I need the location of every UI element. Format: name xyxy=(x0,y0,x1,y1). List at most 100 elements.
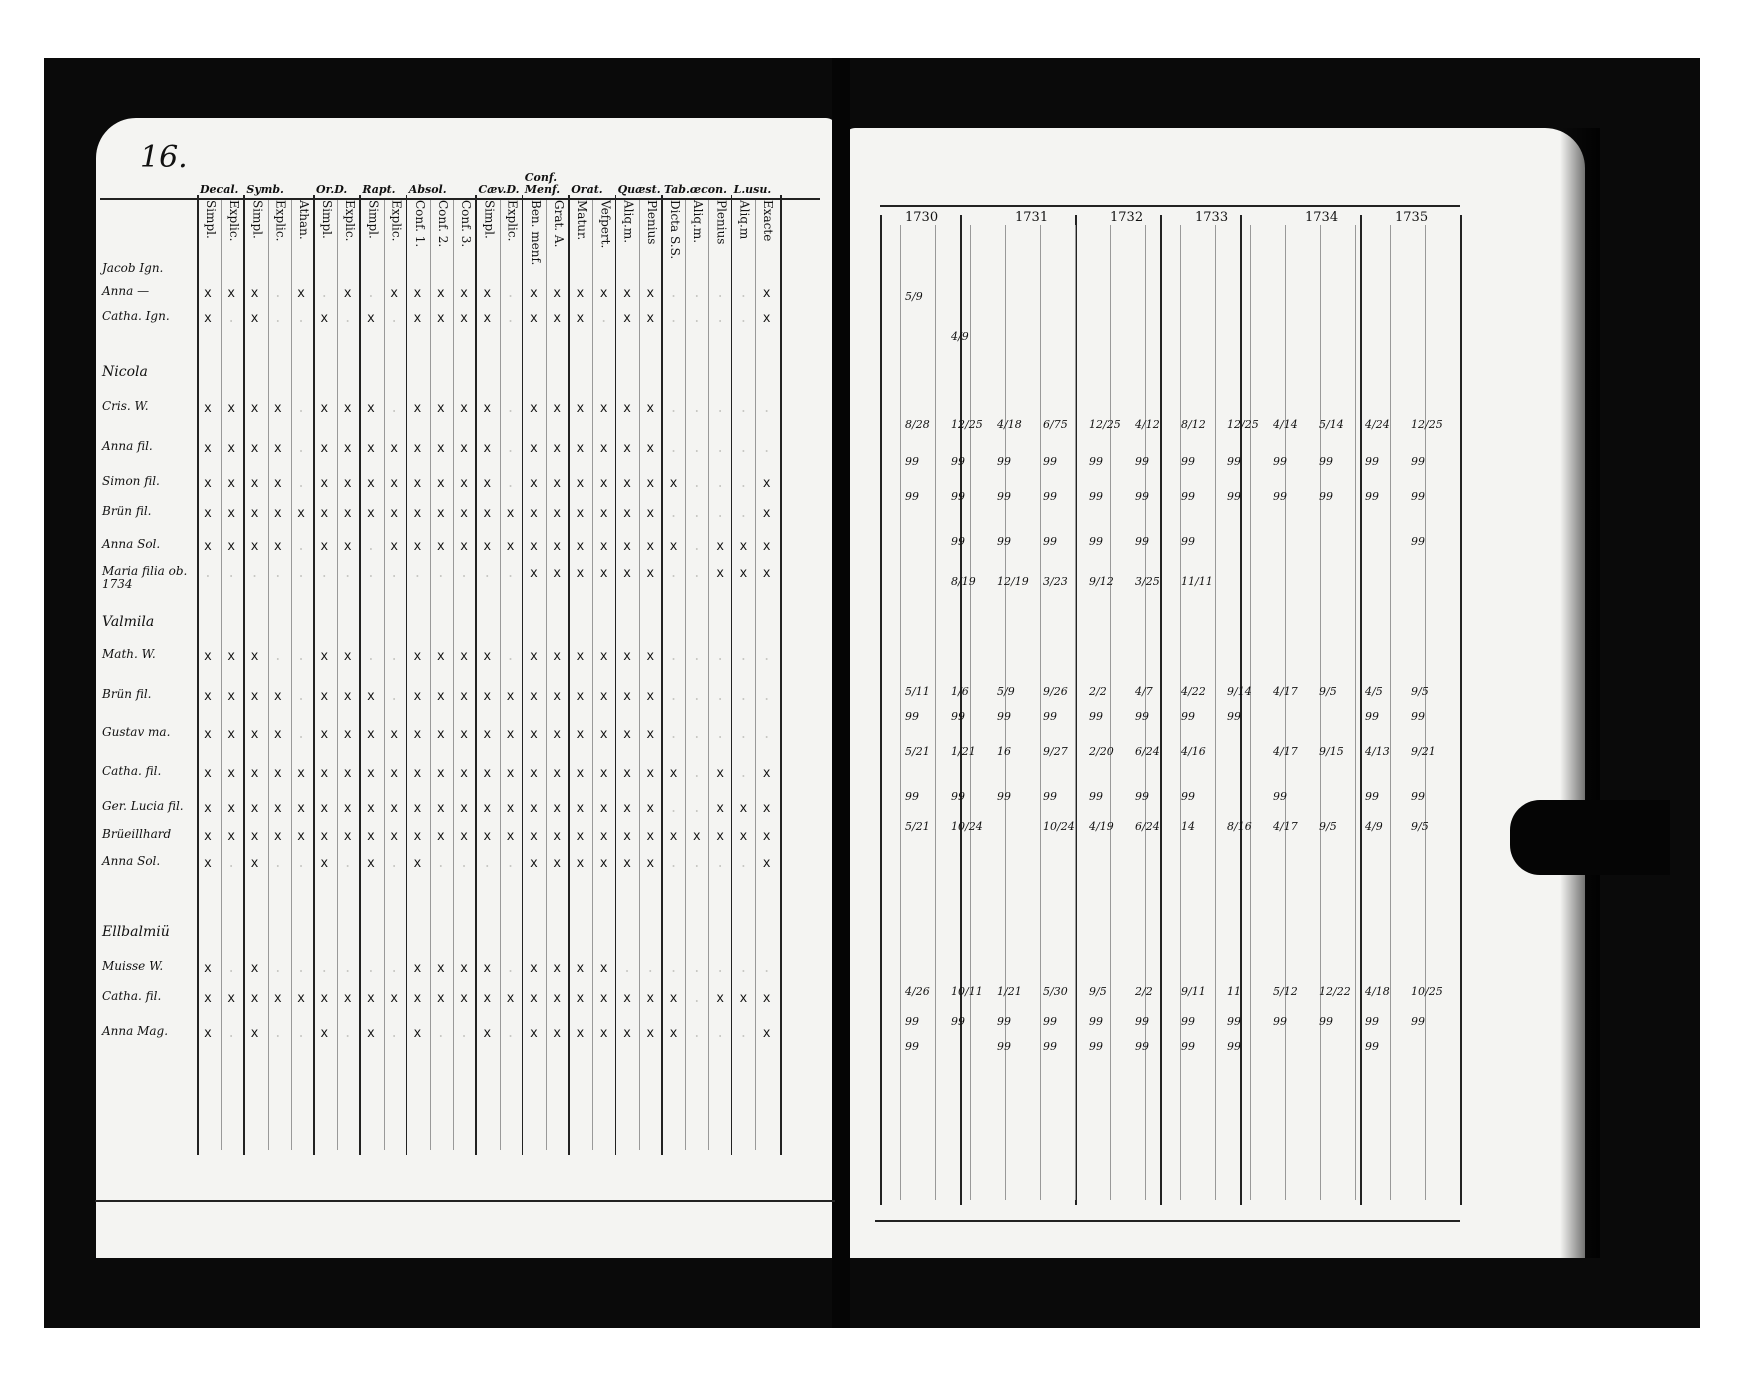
empty-cell xyxy=(518,991,530,1006)
empty-cell xyxy=(332,649,344,664)
entry-mark: x xyxy=(529,311,542,326)
empty-cell xyxy=(309,961,321,976)
empty-cell xyxy=(216,649,228,664)
empty-cell xyxy=(751,689,763,704)
empty-cell xyxy=(216,506,228,521)
column-rule xyxy=(221,200,223,1150)
header-rule xyxy=(100,198,820,200)
entry-mark: x xyxy=(623,566,635,581)
empty-cell xyxy=(216,801,228,816)
entry-mark: x xyxy=(739,539,752,554)
empty-cell xyxy=(355,566,367,581)
entry-mark: x xyxy=(599,801,612,816)
empty-cell xyxy=(262,566,274,581)
empty-cell xyxy=(309,727,321,742)
entry-marks-row: x . x . . x . x . x . . x . x x x x x x … xyxy=(204,1026,774,1041)
empty-cell xyxy=(309,401,321,416)
empty-cell xyxy=(402,649,414,664)
ledger-entry: 99 xyxy=(1411,490,1425,503)
column-rule xyxy=(592,200,594,1150)
ledger-entry: 99 xyxy=(1043,535,1057,548)
entry-mark: x xyxy=(762,766,775,781)
entry-mark: x xyxy=(623,829,635,844)
ledger-entry: 2/2 xyxy=(1089,685,1107,698)
empty-cell xyxy=(611,991,623,1006)
empty-cell: . xyxy=(227,1026,239,1041)
page-number: 16. xyxy=(140,140,188,175)
sub-column-header: Vefpert. xyxy=(598,200,613,249)
empty-cell xyxy=(611,689,623,704)
empty-cell: . xyxy=(343,566,356,581)
empty-cell xyxy=(425,766,437,781)
ledger-entry: 99 xyxy=(1089,1040,1103,1053)
empty-cell xyxy=(542,689,554,704)
empty-cell xyxy=(495,766,507,781)
ledger-entry: 5/9 xyxy=(997,685,1015,698)
empty-cell xyxy=(542,441,554,456)
empty-cell xyxy=(332,441,344,456)
empty-cell: . xyxy=(669,961,682,976)
empty-cell xyxy=(402,801,414,816)
empty-cell xyxy=(588,801,600,816)
entry-mark: x xyxy=(762,311,775,326)
entry-mark: x xyxy=(623,311,635,326)
entry-mark: x xyxy=(227,649,239,664)
empty-cell xyxy=(379,829,391,844)
column-rule xyxy=(290,200,292,1150)
empty-cell xyxy=(588,539,600,554)
empty-cell: . xyxy=(273,311,286,326)
entry-mark: x xyxy=(576,991,589,1006)
empty-cell xyxy=(681,506,693,521)
sub-column-header: Simpl. xyxy=(366,200,381,239)
ledger-entry: 9/12 xyxy=(1089,575,1114,588)
empty-cell xyxy=(355,506,367,521)
empty-cell: . xyxy=(460,566,472,581)
entry-mark: x xyxy=(483,961,496,976)
empty-cell xyxy=(611,727,623,742)
empty-cell xyxy=(728,829,740,844)
entry-mark: x xyxy=(762,539,775,554)
entry-mark: x xyxy=(436,689,449,704)
entry-mark: x xyxy=(553,1026,565,1041)
sub-column-header: Plenius xyxy=(714,200,729,245)
empty-cell xyxy=(425,856,437,871)
empty-cell xyxy=(565,1026,577,1041)
entry-mark: x xyxy=(460,727,472,742)
entry-mark: x xyxy=(227,766,239,781)
empty-cell xyxy=(379,991,391,1006)
empty-cell: . xyxy=(273,856,286,871)
entry-mark: x xyxy=(599,991,612,1006)
group-divider xyxy=(780,195,782,1155)
empty-cell: . xyxy=(692,286,705,301)
empty-cell xyxy=(495,286,507,301)
entry-mark: x xyxy=(762,991,775,1006)
entry-mark: x xyxy=(623,649,635,664)
entry-mark: x xyxy=(413,441,426,456)
empty-cell: . xyxy=(716,727,728,742)
empty-cell: . xyxy=(762,441,775,456)
entry-mark: x xyxy=(576,539,589,554)
ledger-entry: 9/11 xyxy=(1181,985,1206,998)
entry-mark: x xyxy=(739,991,752,1006)
empty-cell xyxy=(355,766,367,781)
entry-mark: x xyxy=(716,829,728,844)
entry-mark: x xyxy=(343,801,356,816)
empty-cell xyxy=(355,829,367,844)
entry-mark: x xyxy=(250,727,263,742)
empty-cell xyxy=(705,856,717,871)
group-divider xyxy=(197,195,199,1155)
entry-mark: x xyxy=(646,801,658,816)
group-divider xyxy=(568,195,570,1155)
empty-cell xyxy=(472,856,484,871)
entry-mark: x xyxy=(553,566,565,581)
sub-column-header: Aliq.m. xyxy=(691,200,706,244)
column-group-header: Decal. xyxy=(200,183,239,196)
ledger-entry: 4/13 xyxy=(1365,745,1390,758)
entry-mark: x xyxy=(227,286,239,301)
ledger-entry: 99 xyxy=(1043,790,1057,803)
empty-cell xyxy=(635,829,647,844)
empty-cell xyxy=(565,801,577,816)
empty-cell xyxy=(239,727,251,742)
entry-mark: x xyxy=(250,649,263,664)
empty-cell: . xyxy=(297,1026,309,1041)
